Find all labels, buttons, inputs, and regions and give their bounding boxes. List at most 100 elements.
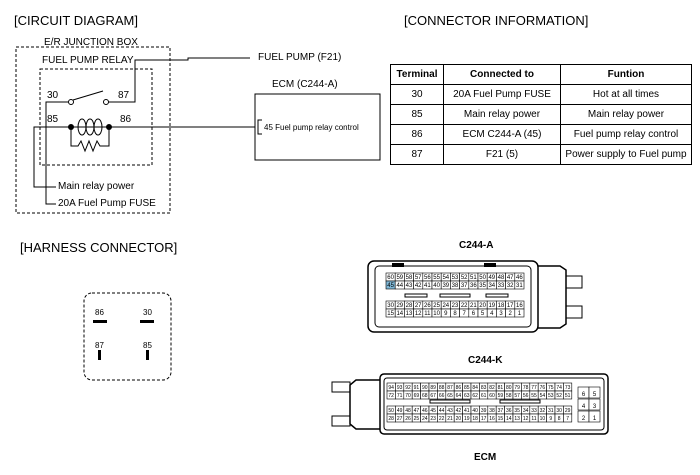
connector-pin-number: 45 bbox=[387, 283, 394, 289]
connector-pin-number: 21 bbox=[470, 303, 477, 309]
connector-pin-cell bbox=[514, 280, 525, 290]
connector-pin-number: 11 bbox=[531, 416, 536, 422]
connector-pin-number: 34 bbox=[488, 283, 495, 289]
c244k-mid-rib-2 bbox=[499, 399, 541, 404]
connector-pin-number: 52 bbox=[556, 393, 562, 399]
connector-pin-cell bbox=[588, 398, 601, 411]
ecm-box bbox=[254, 93, 381, 161]
c244k-tab-top bbox=[331, 381, 351, 393]
connector-pin-number: 67 bbox=[430, 393, 436, 399]
connector-pin-number: 47 bbox=[414, 408, 420, 414]
connector-pin-number: 15 bbox=[387, 311, 394, 317]
connector-pin-number: 64 bbox=[456, 393, 462, 399]
connector-pin-number: 14 bbox=[506, 416, 512, 422]
connector-pin-number: 56 bbox=[523, 393, 529, 399]
connector-pin-number: 48 bbox=[405, 408, 411, 414]
connector-pin-number: 59 bbox=[498, 393, 504, 399]
switch-contact-30 bbox=[68, 99, 74, 105]
connector-pin-number: 49 bbox=[397, 408, 403, 414]
connector-pin-number: 74 bbox=[556, 385, 562, 391]
c244a-key-1 bbox=[392, 263, 404, 267]
relay-outline bbox=[39, 68, 153, 166]
connector-pin-number: 54 bbox=[442, 275, 449, 281]
connector-pin-number: 34 bbox=[523, 408, 529, 414]
connector-pin-number: 94 bbox=[388, 385, 394, 391]
connector-pin-number: 28 bbox=[406, 303, 413, 309]
connector-pin-number: 22 bbox=[439, 416, 445, 422]
harness-pin-30-slot bbox=[140, 320, 154, 323]
connector-pin-number: 30 bbox=[556, 408, 562, 414]
connector-pin-number: 26 bbox=[405, 416, 411, 422]
ecm-pin-label: 45 Fuel pump relay control bbox=[264, 123, 359, 132]
harness-pin-86-slot bbox=[93, 320, 107, 323]
connector-pin-number: 42 bbox=[415, 283, 422, 289]
connector-pin-number: 1 bbox=[593, 416, 597, 422]
connector-pin-number: 58 bbox=[506, 393, 512, 399]
ecm-title-label: ECM (C244-A) bbox=[272, 79, 338, 90]
connector-pin-number: 12 bbox=[415, 311, 422, 317]
connector-pin-number: 60 bbox=[387, 275, 394, 281]
connector-info-table: Terminal Connected to Funtion 30 20A Fue… bbox=[390, 64, 692, 165]
connector-pin-number: 21 bbox=[447, 416, 453, 422]
connector-pin-number: 7 bbox=[566, 416, 569, 422]
connector-pin-number: 86 bbox=[456, 385, 462, 391]
harness-pin-86: 86 bbox=[95, 308, 104, 317]
connector-pin-number: 55 bbox=[531, 393, 537, 399]
connector-pin-number: 9 bbox=[549, 416, 552, 422]
connector-pin-number: 73 bbox=[565, 385, 571, 391]
connector-pin-number: 38 bbox=[452, 283, 459, 289]
connector-pin-number: 23 bbox=[452, 303, 459, 309]
connector-pin-cell bbox=[588, 386, 601, 399]
junction-box-label: E/R JUNCTION BOX bbox=[44, 37, 138, 48]
connector-pin-number: 59 bbox=[396, 275, 403, 281]
connector-pin-number: 22 bbox=[461, 303, 468, 309]
wire-87-fuel-pump bbox=[108, 57, 250, 103]
connector-pin-number: 44 bbox=[396, 283, 403, 289]
connector-pin-number: 78 bbox=[523, 385, 529, 391]
connector-pin-number: 27 bbox=[397, 416, 403, 422]
connector-pin-number: 25 bbox=[433, 303, 440, 309]
c244a-tab-top bbox=[565, 275, 583, 289]
connector-pin-number: 2 bbox=[582, 416, 586, 422]
c244a-mid-rib-3 bbox=[485, 293, 509, 298]
connector-pin-number: 90 bbox=[422, 385, 428, 391]
harness-pin-87: 87 bbox=[95, 341, 104, 350]
connector-pin-number: 88 bbox=[439, 385, 445, 391]
ecm-connector-bracket bbox=[257, 119, 262, 135]
harness-pin-85: 85 bbox=[143, 341, 152, 350]
harness-pin-87-slot bbox=[98, 350, 101, 360]
connector-pin-number: 9 bbox=[444, 311, 448, 317]
connector-pin-number: 54 bbox=[540, 393, 546, 399]
c244a-key-2 bbox=[484, 263, 496, 267]
connector-pin-number: 37 bbox=[461, 283, 468, 289]
connector-pin-number: 91 bbox=[414, 385, 420, 391]
connector-pin-number: 5 bbox=[593, 392, 597, 398]
connector-pin-number: 75 bbox=[548, 385, 554, 391]
connector-pin-number: 26 bbox=[424, 303, 431, 309]
connector-pin-number: 18 bbox=[498, 303, 505, 309]
connector-pin-number: 65 bbox=[447, 393, 453, 399]
connector-pin-number: 4 bbox=[490, 311, 494, 317]
pin-86-label: 86 bbox=[120, 114, 132, 125]
relay-label: FUEL PUMP RELAY bbox=[42, 55, 134, 66]
connector-pin-number: 5 bbox=[481, 311, 485, 317]
connector-pin-number: 46 bbox=[422, 408, 428, 414]
pin-30-label: 30 bbox=[47, 90, 59, 101]
connector-pin-number: 20 bbox=[479, 303, 486, 309]
connector-pin-number: 16 bbox=[489, 416, 495, 422]
connector-pin-number: 15 bbox=[498, 416, 504, 422]
ecm-label: ECM bbox=[474, 452, 497, 463]
connector-pin-number: 25 bbox=[414, 416, 420, 422]
connector-pin-number: 43 bbox=[406, 283, 413, 289]
table-header-row: Terminal Connected to Funtion bbox=[390, 64, 692, 85]
connector-pin-number: 13 bbox=[514, 416, 520, 422]
connector-pin-number: 68 bbox=[422, 393, 428, 399]
connector-pin-number: 77 bbox=[531, 385, 537, 391]
switch-arm bbox=[72, 90, 104, 101]
harness-pin-85-slot bbox=[146, 350, 149, 360]
connector-pin-number: 3 bbox=[499, 311, 503, 317]
connector-pin-number: 24 bbox=[442, 303, 449, 309]
fuse-label: 20A Fuel Pump FUSE bbox=[58, 198, 156, 209]
